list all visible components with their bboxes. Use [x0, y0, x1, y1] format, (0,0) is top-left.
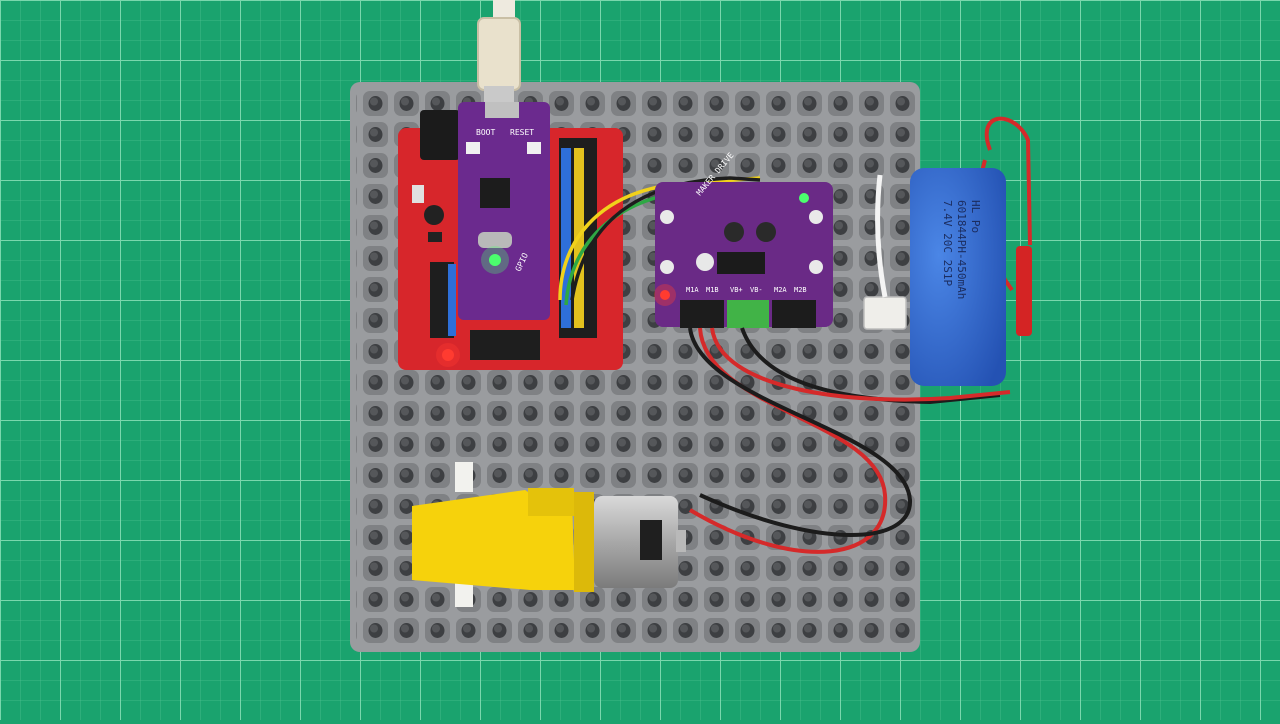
reset-label: RESET — [510, 128, 534, 137]
motor-wires — [688, 327, 913, 554]
battery-label-spec: 7.4V 20C 2S1P — [941, 200, 954, 286]
motor-driver-board: MAKER DRIVE M1A M1B VB+ VB- M2A M2B — [654, 151, 833, 328]
lipo-battery: HL Po 601844PH-450mAh 7.4V 20C 2S1P — [910, 168, 1032, 386]
terminal-label-m2b: M2B — [794, 286, 807, 294]
terminal-label-vbminus: VB- — [750, 286, 763, 294]
usb-cable — [477, 0, 521, 106]
boot-label: BOOT — [476, 128, 495, 137]
terminal-label-m2a: M2A — [774, 286, 787, 294]
terminal-label-m1a: M1A — [686, 286, 699, 294]
balance-connector — [863, 174, 907, 330]
gear-motor — [412, 462, 686, 607]
terminal-label-vbplus: VB+ — [730, 286, 743, 294]
mcu-board: BOOT RESET GPIO — [458, 102, 550, 320]
terminal-label-m1b: M1B — [706, 286, 719, 294]
battery-label-model: 601844PH-450mAh — [955, 200, 968, 299]
battery-label-brand: HL Po — [969, 200, 982, 233]
